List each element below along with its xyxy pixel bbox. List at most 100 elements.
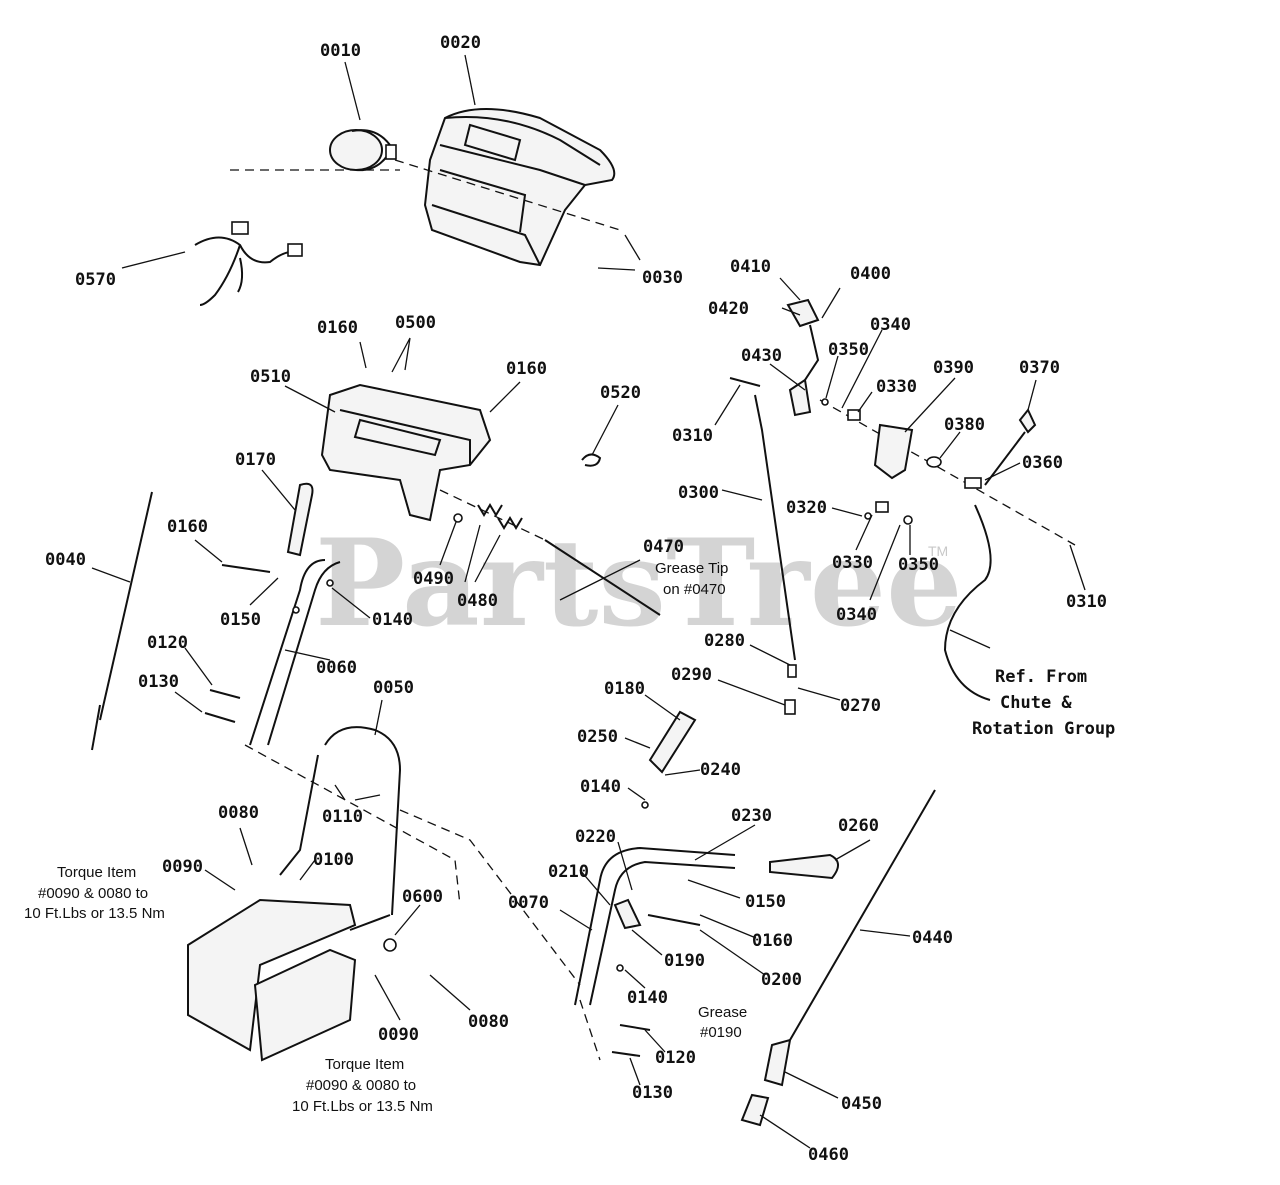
part-label-0400: 0400 — [850, 264, 891, 284]
shift-lever-drawing — [786, 298, 820, 417]
leader-lines — [91, 54, 1086, 1149]
part-label-0080-left: 0080 — [218, 803, 259, 823]
grip-0170-drawing — [286, 482, 314, 557]
part-label-0350-bottom: 0350 — [898, 555, 939, 575]
part-label-0140-left: 0140 — [372, 610, 413, 630]
grease-0190-note-line2: #0190 — [700, 1024, 742, 1041]
cable-0440-drawing — [740, 789, 936, 1127]
part-label-0300: 0300 — [678, 483, 719, 503]
part-label-0080-bottom: 0080 — [468, 1012, 509, 1032]
part-label-0070: 0070 — [508, 893, 549, 913]
part-label-0180: 0180 — [604, 679, 645, 699]
bolt-0310-drawing — [729, 377, 761, 387]
cable-0040-drawing — [91, 491, 153, 751]
torque-note-bottom-line2: #0090 & 0080 to — [306, 1077, 416, 1094]
part-label-0360: 0360 — [1022, 453, 1063, 473]
part-label-0090-left: 0090 — [162, 857, 203, 877]
part-label-0370: 0370 — [1019, 358, 1060, 378]
part-label-0100: 0100 — [313, 850, 354, 870]
part-label-0290: 0290 — [671, 665, 712, 685]
part-labels: 0010 0020 0030 0570 0160 0500 0510 0160 … — [45, 33, 1107, 1165]
bracket-0390-drawing — [873, 423, 914, 480]
part-label-0140-mid: 0140 — [580, 777, 621, 797]
dash-panel-drawing — [423, 108, 616, 267]
arm-0180-drawing — [648, 710, 697, 774]
part-label-0390: 0390 — [933, 358, 974, 378]
part-label-0160-right: 0160 — [506, 359, 547, 379]
rod-0470-drawing — [544, 539, 661, 616]
upper-handle-drawing — [249, 559, 341, 746]
part-label-0570: 0570 — [75, 270, 116, 290]
part-label-0330-top: 0330 — [876, 377, 917, 397]
ref-note-line1: Ref. From — [995, 667, 1087, 687]
part-label-0020: 0020 — [440, 33, 481, 53]
part-label-0090-bottom: 0090 — [378, 1025, 419, 1045]
clip-drawing — [581, 453, 602, 467]
ref-note-line3: Rotation Group — [972, 719, 1115, 739]
watermark-trademark: TM — [928, 543, 948, 559]
lower-handle-drawing — [279, 726, 402, 931]
clevis-drawing — [784, 664, 797, 715]
handle-bracket-drawing — [320, 383, 492, 522]
part-label-0210: 0210 — [548, 862, 589, 882]
part-label-0460: 0460 — [808, 1145, 849, 1165]
part-label-0130-left: 0130 — [138, 672, 179, 692]
bolts-left-drawing — [204, 564, 334, 723]
part-label-0240: 0240 — [700, 760, 741, 780]
part-label-0170: 0170 — [235, 450, 276, 470]
part-label-0410: 0410 — [730, 257, 771, 277]
springs-drawing — [453, 503, 523, 530]
ref-note-line2: Chute & — [1000, 693, 1072, 713]
part-label-0430: 0430 — [741, 346, 782, 366]
part-label-0270: 0270 — [840, 696, 881, 716]
part-label-0340-bottom: 0340 — [836, 605, 877, 625]
part-label-0120-bottom: 0120 — [655, 1048, 696, 1068]
part-label-0420: 0420 — [708, 299, 749, 319]
guide-lines-drawing — [230, 159, 1076, 1061]
part-label-0160-left: 0160 — [167, 517, 208, 537]
grease-tip-note-line1: Grease Tip — [655, 560, 728, 577]
frame-plates-drawing — [187, 898, 397, 1062]
grease-tip-note-line2: on #0470 — [663, 581, 726, 598]
part-label-0520: 0520 — [600, 383, 641, 403]
watermark-brand: PartsTree — [315, 513, 962, 654]
part-label-0220: 0220 — [575, 827, 616, 847]
bolts-bottom-drawing — [611, 1024, 651, 1057]
torque-note-bottom-line1: Torque Item — [325, 1056, 404, 1073]
part-label-0230: 0230 — [731, 806, 772, 826]
part-label-0150-right: 0150 — [745, 892, 786, 912]
part-label-0160-top: 0160 — [317, 318, 358, 338]
part-label-0250: 0250 — [577, 727, 618, 747]
part-label-0050: 0050 — [373, 678, 414, 698]
part-label-0160-right-bottom: 0160 — [752, 931, 793, 951]
part-label-0490: 0490 — [413, 569, 454, 589]
part-label-0340-top: 0340 — [870, 315, 911, 335]
part-label-0440: 0440 — [912, 928, 953, 948]
grip-0260-drawing — [769, 853, 839, 880]
part-label-0310-left: 0310 — [672, 426, 713, 446]
part-label-0600: 0600 — [402, 887, 443, 907]
part-label-0500: 0500 — [395, 313, 436, 333]
chute-cable-drawing — [943, 504, 992, 701]
part-label-0510: 0510 — [250, 367, 291, 387]
part-label-0190: 0190 — [664, 951, 705, 971]
part-label-0320: 0320 — [786, 498, 827, 518]
torque-note-left-line2: #0090 & 0080 to — [38, 885, 148, 902]
part-label-0010: 0010 — [320, 41, 361, 61]
latch-parts-drawing — [613, 801, 701, 972]
part-label-0330-bottom: 0330 — [832, 553, 873, 573]
part-label-0350-top: 0350 — [828, 340, 869, 360]
part-label-0380: 0380 — [944, 415, 985, 435]
torque-note-left-line1: Torque Item — [57, 864, 136, 881]
part-label-0480: 0480 — [457, 591, 498, 611]
part-label-0310-right: 0310 — [1066, 592, 1107, 612]
part-label-0110: 0110 — [322, 807, 363, 827]
notes: Grease Tip on #0470 Torque Item #0090 & … — [24, 560, 1115, 1115]
part-label-0150-left: 0150 — [220, 610, 261, 630]
part-label-0260: 0260 — [838, 816, 879, 836]
part-label-0030: 0030 — [642, 268, 683, 288]
part-label-0200: 0200 — [761, 970, 802, 990]
headlight-drawing — [329, 129, 397, 172]
part-label-0130-bottom: 0130 — [632, 1083, 673, 1103]
